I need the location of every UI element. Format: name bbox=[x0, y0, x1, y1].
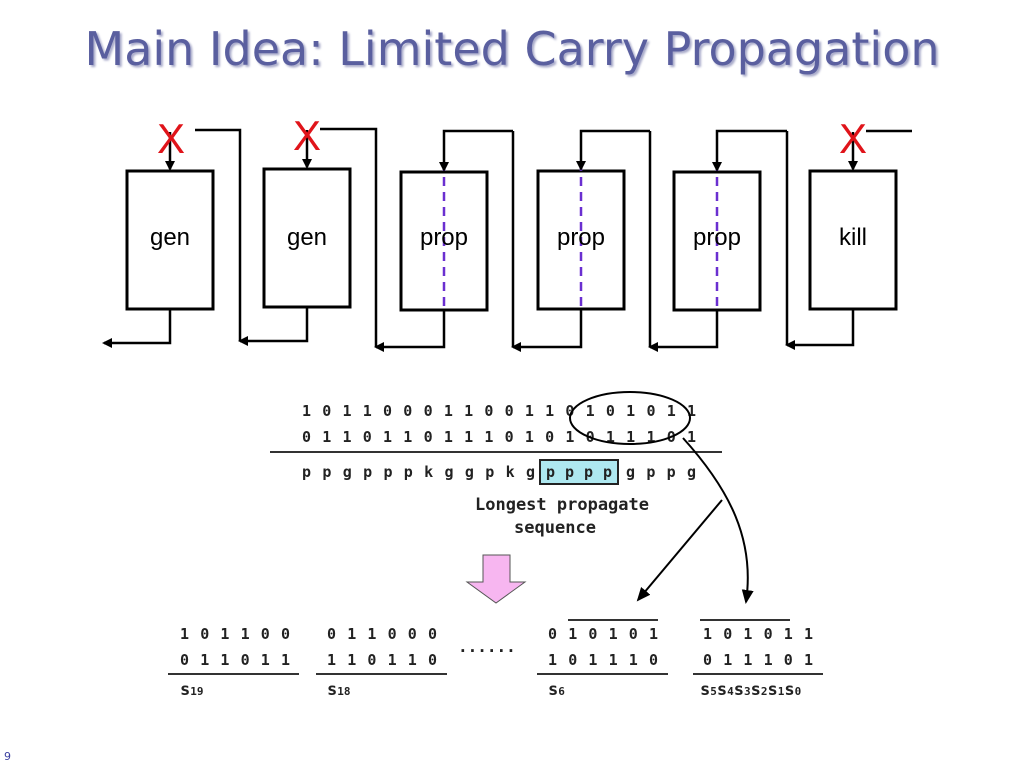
carry-in-wire bbox=[712, 129, 787, 172]
chunk-operand-a: 1 0 1 1 0 0 bbox=[180, 625, 290, 643]
propagate-highlight bbox=[539, 459, 619, 485]
carry-out-wire bbox=[785, 309, 855, 350]
block-gen-2 bbox=[262, 167, 352, 309]
chunk-operand-b: 0 1 1 0 1 1 bbox=[180, 651, 290, 669]
binary-addition-example: 1 0 1 1 0 0 0 1 1 0 0 1 1 0 1 0 1 0 1 1 … bbox=[168, 391, 823, 700]
operand-a: 1 0 1 1 0 0 0 1 1 0 0 1 1 0 1 0 1 0 1 1 bbox=[302, 402, 696, 420]
chunk-operand-a: 1 0 1 0 1 1 bbox=[703, 625, 813, 643]
block-label: gen bbox=[150, 224, 190, 251]
block-label: prop bbox=[557, 224, 605, 251]
carry-in-wire bbox=[576, 129, 650, 171]
carry-out-wire bbox=[238, 307, 309, 346]
pointer-arrow bbox=[682, 437, 754, 604]
operand-b: 0 1 1 0 1 1 0 1 1 1 0 1 0 1 0 1 1 1 0 1 bbox=[302, 428, 696, 446]
pointer-arrow bbox=[636, 499, 723, 602]
carry-wrap-wire bbox=[320, 127, 378, 347]
pgk-sequence-right: g p p g bbox=[626, 463, 696, 481]
carry-out-wire bbox=[648, 310, 719, 352]
x-mark-icon: X bbox=[293, 112, 321, 159]
selection-ellipse bbox=[569, 391, 691, 445]
caption-line-2: sequence bbox=[514, 518, 596, 538]
chunk-sum: s19 bbox=[180, 680, 204, 700]
carry-out-wire bbox=[102, 309, 172, 348]
pgk-sequence-highlight: p p p p bbox=[546, 463, 612, 481]
chunk-operand-a: 0 1 0 1 0 1 bbox=[548, 625, 658, 643]
carry-wrap-wire bbox=[195, 128, 242, 341]
down-arrow-icon bbox=[465, 554, 527, 604]
block-label: prop bbox=[693, 224, 741, 251]
carry-out-wire bbox=[374, 310, 446, 352]
block-label: kill bbox=[839, 224, 867, 251]
chunk-sum: s18 bbox=[327, 680, 351, 700]
chunk-sum: s5s4s3s2s1s0 bbox=[700, 680, 801, 700]
caption-line-1: Longest propagate bbox=[475, 495, 649, 515]
chunk-operand-b: 0 1 1 1 0 1 bbox=[703, 651, 813, 669]
x-mark-icon: X bbox=[839, 115, 867, 162]
carry-in-wire bbox=[439, 129, 513, 172]
x-mark-icon: X bbox=[157, 115, 185, 162]
block-kill bbox=[808, 169, 898, 311]
carry-out-wire bbox=[511, 309, 583, 352]
chunk-operand-a: 0 1 1 0 0 0 bbox=[327, 625, 437, 643]
chunk-operand-b: 1 1 0 1 1 0 bbox=[327, 651, 437, 669]
chunk-sum: s6 bbox=[548, 680, 565, 700]
carry-chain-diagram: gen gen prop prop prop kill bbox=[102, 112, 912, 352]
ellipsis: ...... bbox=[458, 637, 516, 656]
block-label: gen bbox=[287, 224, 327, 251]
slide-number: 9 bbox=[4, 750, 11, 763]
chunk-operand-b: 1 0 1 1 1 0 bbox=[548, 651, 658, 669]
block-gen-1 bbox=[125, 169, 215, 311]
block-label: prop bbox=[420, 224, 468, 251]
slide-title: Main Idea: Limited Carry Propagation bbox=[84, 22, 940, 76]
pgk-sequence-left: p p g p p p k g g p k g bbox=[302, 463, 535, 481]
